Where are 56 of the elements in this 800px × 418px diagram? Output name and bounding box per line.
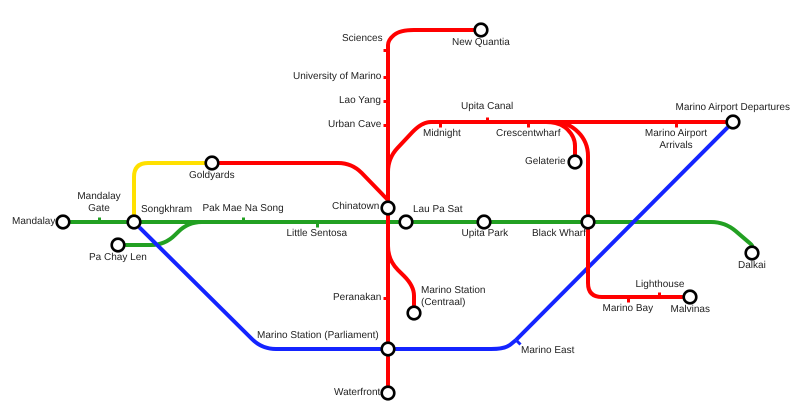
station-name: Marino Station (Parliament): [257, 330, 379, 342]
station-name: Malvinas: [670, 304, 710, 316]
station-name: Marino Airport Departures: [676, 102, 790, 114]
rail-line: [386, 356, 390, 386]
station-name: Crescentwharf: [496, 128, 560, 140]
rail-line: [70, 220, 99, 224]
station-name: Lao Yang: [339, 95, 381, 107]
station-name: Waterfront: [334, 387, 380, 399]
rail-line: [628, 295, 659, 299]
station-name: Mandalay: [12, 216, 56, 228]
rail-line: [440, 120, 487, 124]
rail-line: [586, 230, 628, 299]
station-name: Lau Pa Sat: [413, 204, 462, 216]
station-name: Marino Station (Centraal): [421, 285, 486, 309]
rail-line: [659, 295, 682, 299]
station-name: Sciences: [342, 33, 383, 45]
rail-line: [386, 28, 474, 50]
station-name: Little Sentosa: [286, 228, 348, 240]
rail-line: [126, 220, 243, 247]
rail-line: [386, 77, 390, 101]
rail-line: [514, 126, 730, 342]
rail-line: [414, 220, 476, 224]
station-name: Mandalay Gate: [76, 191, 122, 215]
station-name: Pa Chay Len: [89, 252, 147, 264]
station-name: Goldyards: [189, 170, 235, 182]
station-name: Urban Cave: [328, 119, 382, 131]
rail-line: [386, 50, 390, 77]
station-name: Upita Canal: [461, 101, 514, 113]
station-name: Gelaterie: [525, 156, 566, 168]
rail-line: [396, 338, 518, 351]
rail-line: [138, 226, 380, 351]
station-name: Marino Airport Arrivals: [644, 128, 708, 152]
rail-line: [676, 120, 726, 124]
rail-line: [99, 220, 126, 224]
station-name: Songkhram: [141, 204, 192, 216]
rail-line: [492, 220, 580, 224]
station-name: Marino Bay: [602, 303, 654, 315]
station-name: University of Marino: [293, 71, 382, 83]
rail-line: [317, 220, 398, 224]
station-name: Chinatown: [332, 201, 380, 213]
station-name: New Quantia: [452, 37, 510, 49]
rail-line: [596, 220, 754, 248]
station-name: Lighthouse: [636, 279, 684, 291]
rail-line: [386, 101, 390, 125]
station-name: Peranakan: [333, 292, 382, 304]
station-name: Black Wharf: [532, 228, 586, 240]
station-name: Midnight: [423, 128, 461, 140]
rail-line: [132, 161, 204, 214]
station-name: Marino East: [521, 345, 574, 357]
station-name: Upita Park: [462, 228, 508, 240]
rail-line: [487, 120, 528, 124]
station-name: Pak Mae Na Song: [202, 203, 284, 215]
rail-line: [386, 298, 390, 342]
rail-line: [386, 216, 416, 306]
rail-line: [243, 220, 317, 224]
station-name: Dalkai: [738, 260, 766, 272]
